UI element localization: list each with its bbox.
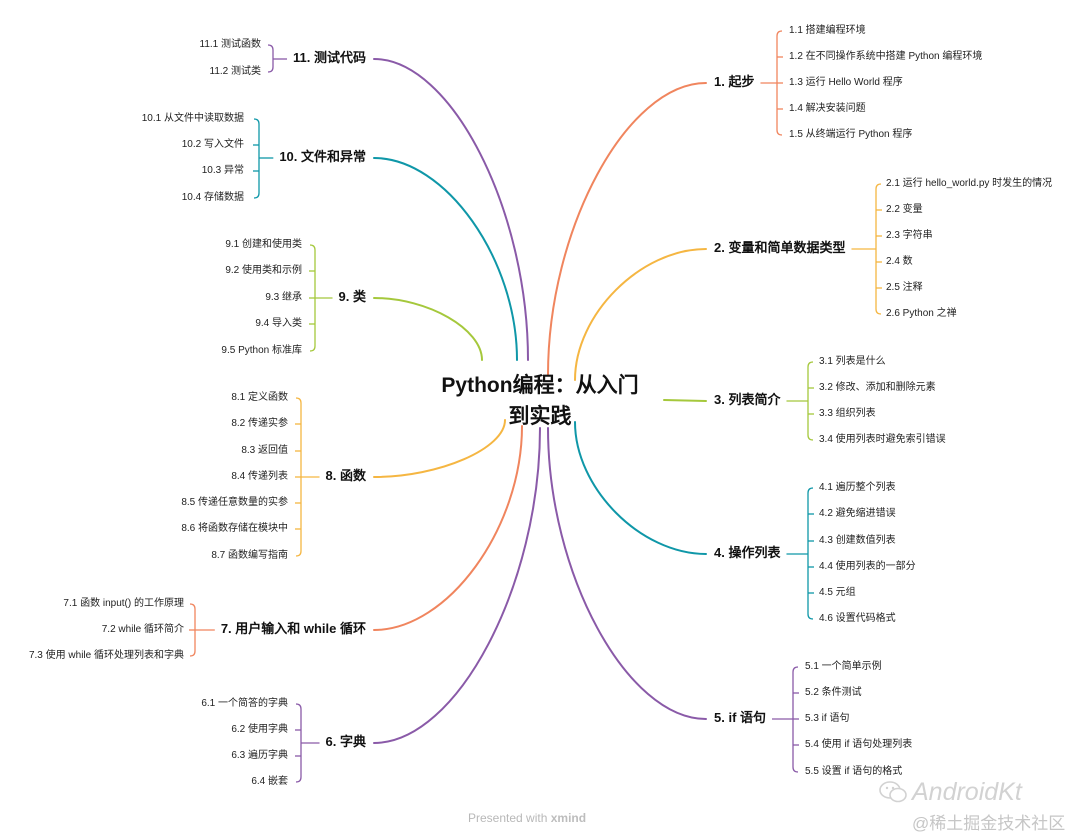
branch-8[interactable]: 8. 函数: [325, 468, 366, 483]
subtopic-2-6[interactable]: 2.6 Python 之禅: [886, 308, 957, 319]
branch-4[interactable]: 4. 操作列表: [714, 545, 781, 560]
bracket-branch-2: [875, 183, 882, 315]
subtopic-9-1[interactable]: 9.1 创建和使用类: [225, 239, 302, 250]
branch-7[interactable]: 7. 用户输入和 while 循环: [220, 621, 366, 636]
wechat-icon: [879, 781, 907, 803]
subtopic-10-1[interactable]: 10.1 从文件中读取数据: [141, 113, 244, 124]
bracket-branch-4: [807, 487, 814, 620]
subtopic-4-3[interactable]: 4.3 创建数值列表: [819, 535, 896, 546]
subtopic-9-3[interactable]: 9.3 继承: [265, 292, 302, 303]
subtopic-2-3[interactable]: 2.3 字符串: [886, 230, 933, 241]
presented-with-footer: Presented with xmind: [468, 811, 586, 825]
subtopic-9-4[interactable]: 9.4 导入类: [255, 318, 302, 329]
subtopic-3-1[interactable]: 3.1 列表是什么: [819, 356, 886, 367]
watermark-androidkt: AndroidKt: [912, 778, 1022, 806]
subtopic-3-3[interactable]: 3.3 组织列表: [819, 408, 876, 419]
branch-2[interactable]: 2. 变量和简单数据类型: [714, 240, 846, 255]
bracket-branch-3: [807, 361, 814, 441]
connector-branch-11: [373, 58, 529, 361]
footer-brand: xmind: [550, 811, 587, 825]
subtopic-10-3[interactable]: 10.3 异常: [201, 165, 244, 176]
subtopic-6-1[interactable]: 6.1 一个简答的字典: [201, 698, 288, 709]
subtopic-11-1[interactable]: 11.1 测试函数: [199, 39, 262, 50]
subtopic-7-2[interactable]: 7.2 while 循环简介: [101, 624, 184, 635]
subtopic-6-3[interactable]: 6.3 遍历字典: [231, 750, 288, 761]
subtopic-8-1[interactable]: 8.1 定义函数: [231, 392, 288, 403]
subtopic-5-2[interactable]: 5.2 条件测试: [805, 687, 862, 698]
connector-branch-9: [373, 297, 483, 361]
subtopic-4-5[interactable]: 4.5 元组: [819, 587, 856, 598]
branch-11[interactable]: 11. 测试代码: [293, 50, 366, 65]
subtopic-6-2[interactable]: 6.2 使用字典: [231, 724, 288, 735]
watermark-juejin: @稀土掘金技术社区: [912, 814, 1066, 833]
subtopic-3-2[interactable]: 3.2 修改、添加和删除元素: [819, 382, 936, 393]
connector-branch-4: [574, 421, 707, 555]
subtopic-1-5[interactable]: 1.5 从终端运行 Python 程序: [789, 129, 913, 140]
subtopic-4-4[interactable]: 4.4 使用列表的一部分: [819, 561, 916, 572]
subtopic-3-4[interactable]: 3.4 使用列表时避免索引错误: [819, 434, 946, 445]
subtopic-6-4[interactable]: 6.4 嵌套: [251, 776, 288, 787]
branch-9[interactable]: 9. 类: [338, 289, 366, 304]
subtopic-4-1[interactable]: 4.1 遍历整个列表: [819, 482, 896, 493]
central-title-line-1: Python编程：从入门: [441, 374, 639, 397]
connector-branch-8: [373, 419, 506, 478]
bracket-branch-10: [253, 118, 260, 199]
subtopic-9-2[interactable]: 9.2 使用类和示例: [225, 265, 302, 276]
footer-prefix: Presented with: [468, 811, 548, 825]
subtopic-8-4[interactable]: 8.4 传递列表: [231, 471, 288, 482]
subtopic-7-1[interactable]: 7.1 函数 input() 的工作原理: [63, 598, 184, 609]
subtopic-4-2[interactable]: 4.2 避免缩进错误: [819, 508, 896, 519]
bracket-branch-11: [267, 44, 274, 73]
connector-branch-7: [373, 425, 523, 631]
subtopic-1-4[interactable]: 1.4 解决安装问题: [789, 103, 866, 114]
subtopic-4-6[interactable]: 4.6 设置代码格式: [819, 613, 896, 624]
central-title-line-2: 到实践: [508, 405, 572, 428]
subtopic-1-3[interactable]: 1.3 运行 Hello World 程序: [789, 77, 903, 88]
central-topic[interactable]: Python编程：从入门 到实践: [420, 370, 660, 432]
connector-branch-10: [373, 157, 518, 361]
subtopic-8-7[interactable]: 8.7 函数编写指南: [211, 550, 288, 561]
subtopic-5-3[interactable]: 5.3 if 语句: [805, 713, 850, 724]
subtopic-2-4[interactable]: 2.4 数: [886, 256, 913, 267]
subtopic-10-2[interactable]: 10.2 写入文件: [181, 139, 244, 150]
subtopic-2-5[interactable]: 2.5 注释: [886, 282, 923, 293]
connector-branch-2: [574, 248, 707, 381]
branch-6[interactable]: 6. 字典: [325, 734, 366, 749]
subtopic-10-4[interactable]: 10.4 存储数据: [181, 192, 244, 203]
subtopic-1-1[interactable]: 1.1 搭建编程环境: [789, 25, 866, 36]
bracket-branch-6: [295, 703, 302, 783]
subtopic-5-5[interactable]: 5.5 设置 if 语句的格式: [805, 766, 903, 777]
subtopic-5-4[interactable]: 5.4 使用 if 语句处理列表: [805, 739, 913, 750]
subtopic-9-5[interactable]: 9.5 Python 标准库: [221, 345, 302, 356]
branch-3[interactable]: 3. 列表简介: [714, 392, 781, 407]
subtopic-7-3[interactable]: 7.3 使用 while 循环处理列表和字典: [28, 650, 184, 661]
connector-branch-5: [547, 427, 707, 720]
branch-10[interactable]: 10. 文件和异常: [279, 149, 366, 164]
subtopic-8-6[interactable]: 8.6 将函数存储在模块中: [181, 523, 288, 534]
connector-branch-6: [373, 427, 541, 744]
subtopic-8-3[interactable]: 8.3 返回值: [241, 445, 288, 456]
subtopic-2-1[interactable]: 2.1 运行 hello_world.py 时发生的情况: [886, 178, 1053, 189]
connector-branch-1: [547, 82, 707, 376]
subtopic-5-1[interactable]: 5.1 一个简单示例: [805, 661, 882, 672]
branch-1[interactable]: 1. 起步: [714, 74, 755, 89]
subtopic-8-5[interactable]: 8.5 传递任意数量的实参: [181, 497, 288, 508]
subtopic-8-2[interactable]: 8.2 传递实参: [231, 418, 288, 429]
subtopic-11-2[interactable]: 11.2 测试类: [209, 66, 262, 77]
connector-branch-3: [663, 399, 707, 402]
branch-5[interactable]: 5. if 语句: [714, 710, 767, 725]
subtopic-1-2[interactable]: 1.2 在不同操作系统中搭建 Python 编程环境: [789, 51, 983, 62]
subtopic-2-2[interactable]: 2.2 变量: [886, 204, 923, 215]
